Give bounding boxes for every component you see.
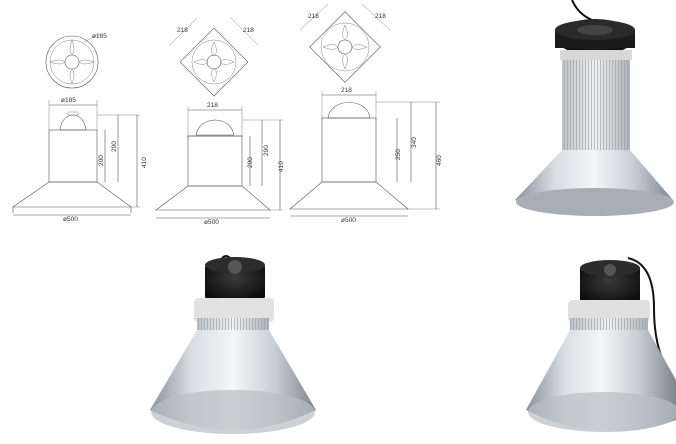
height-dim-2c: 410 xyxy=(278,161,285,172)
top-view-3: 218 218 xyxy=(299,3,391,83)
base-dim-1: ø500 xyxy=(63,216,78,223)
height-dim-1a: 200 xyxy=(98,155,105,166)
width-dim-3: 218 xyxy=(341,87,352,94)
top-view-2: 218 218 xyxy=(169,17,259,97)
width-dim-2: 218 xyxy=(207,102,218,109)
top-dim-2a: 218 xyxy=(177,27,188,34)
lamp-photo-angle xyxy=(150,255,316,434)
height-dim-3a: 250 xyxy=(395,149,402,160)
width-dim-1: ø185 xyxy=(61,97,76,104)
top-dim-3a: 218 xyxy=(308,13,319,20)
drawing-2: 218 218 218 200 290 410 ø500 xyxy=(155,17,285,226)
height-dim-2b: 290 xyxy=(263,145,270,156)
height-dim-1b: 290 xyxy=(111,141,118,152)
top-dim-3b: 218 xyxy=(375,13,386,20)
height-dim-1c: 410 xyxy=(141,157,148,168)
side-view-1 xyxy=(12,111,132,213)
top-view-1: ø185 xyxy=(45,33,107,89)
top-dim-2b: 218 xyxy=(243,27,254,34)
height-dim-2a: 200 xyxy=(247,157,254,168)
height-dim-3c: 460 xyxy=(436,155,443,166)
base-dim-2: ø500 xyxy=(204,219,219,226)
drawing-3: 218 218 218 250 340 460 ø500 xyxy=(289,3,443,224)
lamp-photo-front xyxy=(515,0,674,216)
base-dim-3: ø500 xyxy=(341,217,356,224)
drawing-1: ø185 ø185 200 290 410 ø500 xyxy=(12,33,148,223)
height-dim-3b: 340 xyxy=(411,137,418,148)
top-dim-1: ø185 xyxy=(92,33,107,40)
lamp-photo-side xyxy=(526,257,676,432)
side-view-3 xyxy=(289,101,409,210)
